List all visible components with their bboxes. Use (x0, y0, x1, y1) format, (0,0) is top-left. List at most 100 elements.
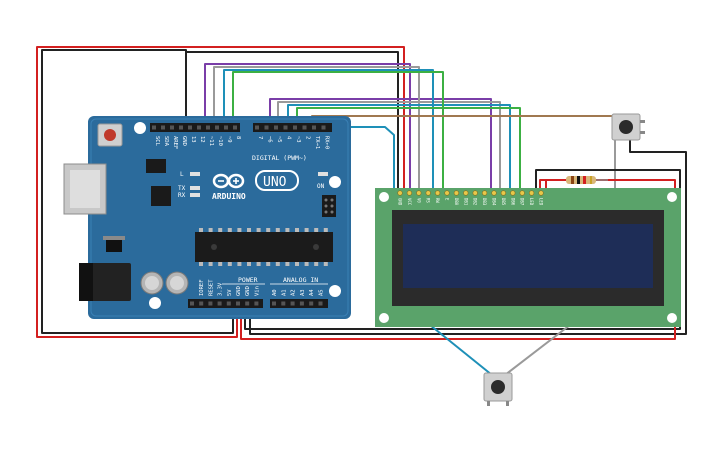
lcd-pin[interactable] (528, 190, 535, 196)
header-pin[interactable] (236, 301, 240, 306)
icsp-header-small (146, 159, 166, 173)
resistor[interactable] (566, 176, 608, 184)
lcd-pin-label: DB5 (501, 198, 506, 206)
led-rx (190, 193, 200, 197)
header-pin[interactable] (318, 301, 323, 306)
lcd-pin[interactable] (416, 190, 422, 196)
wire-green-1[interactable] (232, 71, 444, 190)
header-pin[interactable] (188, 125, 192, 130)
header-pin[interactable] (224, 125, 228, 130)
header-pin-label: ~5 (276, 136, 282, 143)
power-pin-label: GND (236, 286, 242, 296)
lcd-pin[interactable] (425, 190, 431, 196)
lcd-pin[interactable] (491, 190, 497, 196)
lcd-pin-label: V0 (416, 198, 421, 203)
chip-pin (304, 228, 309, 232)
wire-teal-1[interactable] (223, 69, 434, 190)
wire-teal-pot[interactable] (429, 324, 493, 376)
arduino-uno-board[interactable]: L TX RX ARDUINO UNO ON (63, 116, 351, 319)
header-pin[interactable] (309, 301, 314, 306)
lcd-pin[interactable] (519, 190, 525, 196)
lcd-pin[interactable] (500, 190, 507, 196)
header-pin[interactable] (299, 301, 304, 306)
header-pin[interactable] (293, 125, 297, 130)
capacitor-top (170, 276, 184, 290)
header-pin[interactable] (321, 125, 326, 130)
chip-pin (237, 228, 242, 232)
wire-gray-2[interactable] (277, 101, 501, 190)
model-badge (255, 170, 299, 191)
chip-pin (285, 262, 290, 266)
header-pin[interactable] (161, 125, 165, 130)
lcd-pin[interactable] (482, 190, 488, 196)
header-pin[interactable] (170, 125, 174, 130)
header-pin[interactable] (215, 125, 219, 130)
wire-purple-2[interactable] (269, 98, 492, 190)
header-pin[interactable] (272, 301, 276, 306)
lcd-pin-label: RW (435, 198, 440, 203)
header-pin[interactable] (264, 125, 269, 130)
lcd-pin[interactable] (406, 190, 413, 196)
wire-brown-button[interactable] (311, 115, 616, 127)
header-pin-label: SCL (154, 136, 160, 147)
lcd-pin[interactable] (510, 190, 516, 196)
header-pin[interactable] (217, 301, 222, 306)
power-header[interactable] (188, 299, 328, 308)
lcd-pin[interactable] (444, 190, 450, 196)
chip-pin (295, 262, 299, 266)
label-rx: RX (178, 192, 186, 199)
header-pin[interactable] (302, 125, 307, 130)
header-pin[interactable] (206, 125, 210, 130)
pushbutton-bottom[interactable] (483, 372, 513, 406)
pushbutton-top[interactable] (611, 113, 645, 141)
header-pin[interactable] (226, 301, 231, 306)
header-pin[interactable] (152, 125, 156, 130)
header-pin[interactable] (283, 125, 288, 130)
header-pin-label: 4 (286, 136, 292, 140)
wire-black-ground-top[interactable] (186, 51, 399, 190)
header-pin[interactable] (255, 125, 259, 130)
header-pin[interactable] (245, 301, 250, 306)
lcd-pin[interactable] (538, 190, 544, 196)
chip-pin (247, 228, 251, 232)
chip-pin (295, 228, 299, 232)
header-pin[interactable] (233, 125, 237, 130)
header-pin[interactable] (281, 301, 286, 306)
chip-pin (323, 262, 328, 266)
lcd-pin[interactable] (472, 190, 478, 196)
header-pin[interactable] (312, 125, 316, 130)
header-pin[interactable] (197, 125, 201, 130)
lcd-pin-label: DB6 (510, 198, 515, 206)
chip-pin (304, 262, 309, 266)
header-pin[interactable] (190, 301, 194, 306)
wire-black-ground[interactable] (41, 49, 234, 334)
header-pin[interactable] (290, 301, 295, 306)
header-pin[interactable] (199, 301, 204, 306)
header-pin-label: 8 (235, 136, 241, 139)
header-pin[interactable] (179, 125, 183, 130)
header-pin-label: ~9 (226, 136, 232, 143)
icsp-header (322, 195, 336, 217)
header-pin[interactable] (254, 301, 259, 306)
header-pin-label: SDA (163, 136, 169, 147)
wire-gray-pot[interactable] (504, 324, 571, 376)
chip-pin (275, 262, 280, 266)
lcd-pin[interactable] (435, 190, 441, 196)
digital-header[interactable] (150, 123, 332, 132)
analog-pin-label: A1 (281, 289, 287, 296)
led-on (318, 172, 328, 176)
lcd-pin[interactable] (463, 190, 469, 196)
wire-gray-1[interactable] (213, 66, 420, 190)
lcd-pin[interactable] (397, 190, 403, 196)
lcd-pin[interactable] (453, 190, 460, 196)
header-pin[interactable] (274, 125, 278, 130)
lcd-screen (403, 224, 653, 288)
header-pin-label: ~11 (208, 136, 214, 146)
wire-purple-1[interactable] (204, 63, 411, 190)
header-pin-label: TX→1 (314, 136, 320, 149)
reset-button[interactable] (104, 129, 116, 141)
header-pin[interactable] (208, 301, 213, 306)
analog-pin-label: A4 (309, 289, 315, 296)
